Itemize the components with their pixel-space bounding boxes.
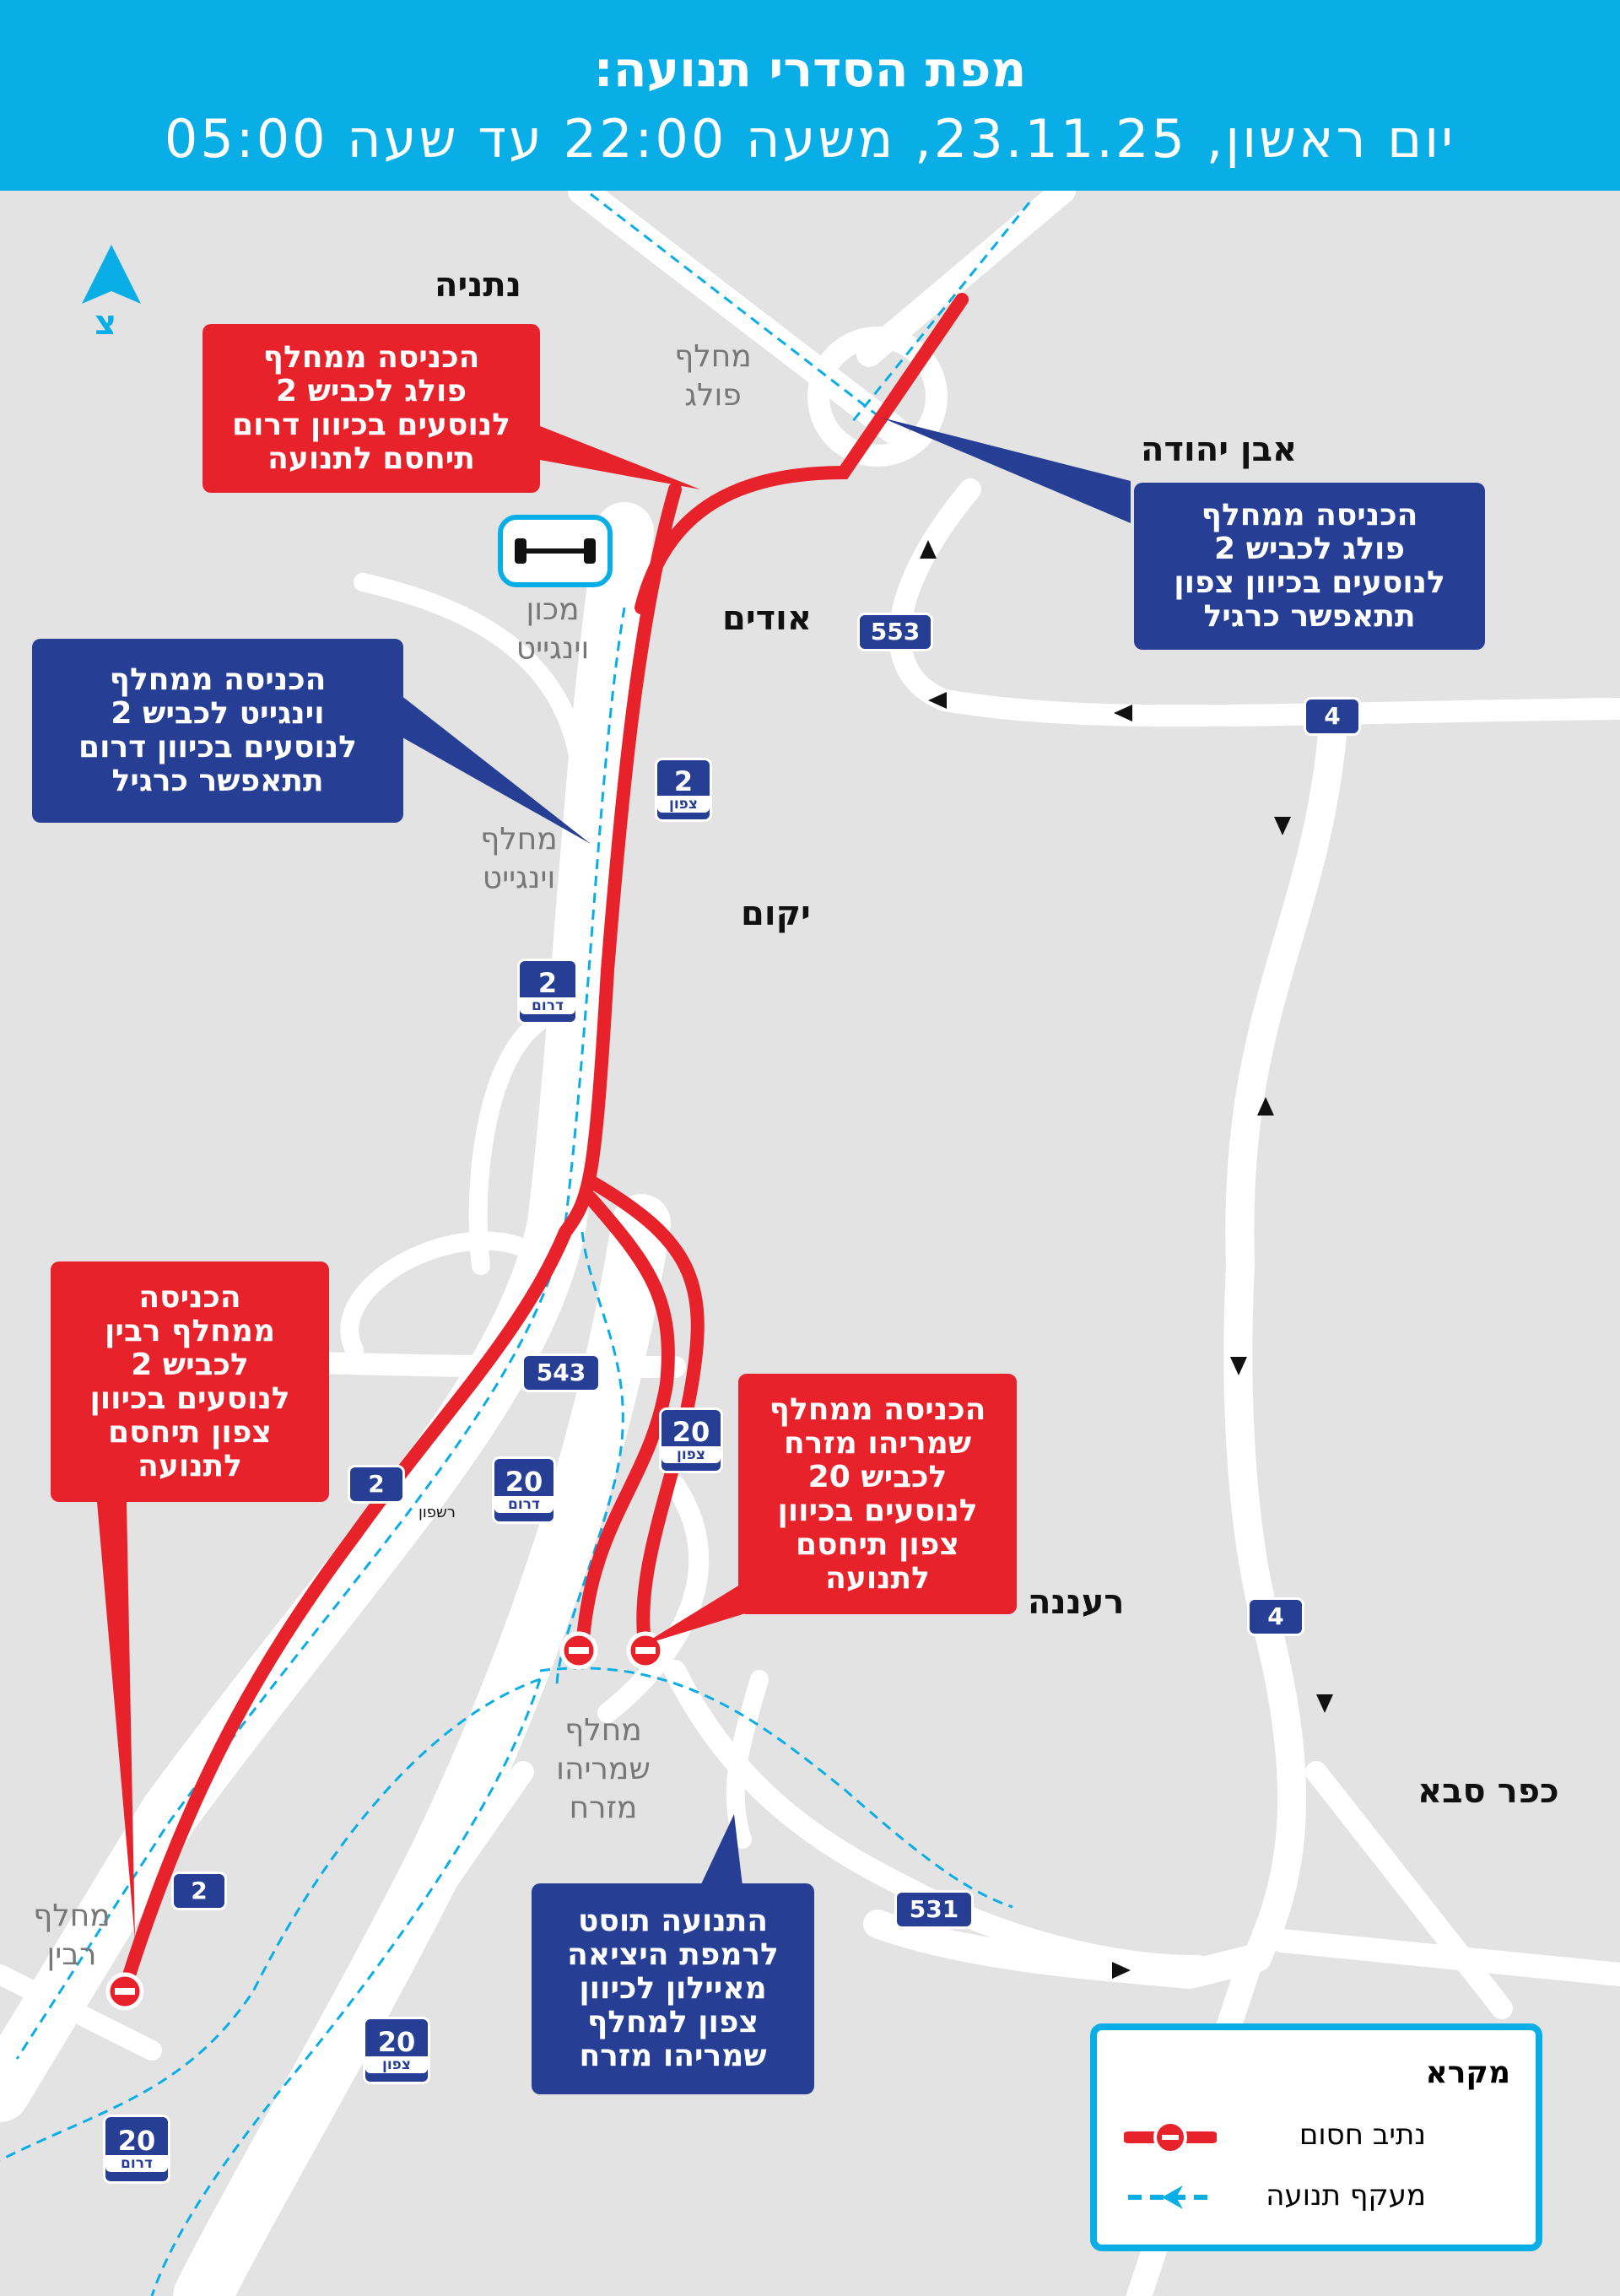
callout-pointers: [97, 418, 1131, 1941]
shield-4-south: 4: [1247, 1597, 1304, 1636]
interchange-wingate: מחלף וינגייט: [480, 822, 558, 895]
closed-route-shmaryahu-a: [575, 1191, 675, 1656]
legend-closed-lane-icon: [1124, 2120, 1217, 2154]
legend-detour-label: מעקף תנועה: [1266, 2179, 1426, 2212]
place-kfar-saba: כפר סבא: [1418, 1772, 1559, 1811]
road-shmaryahu-ramp: [597, 1475, 710, 1723]
legend: מקרא נתיב חסום מעקף תנועה: [1090, 2023, 1542, 2251]
shield-531: 531: [894, 1890, 974, 1929]
closed-markers: [105, 1631, 665, 2011]
place-netanya: נתניה: [435, 266, 521, 305]
place-even-yehuda: אבן יהודה: [1141, 430, 1298, 469]
header-banner: מפת הסדרי תנועה: יום ראשון, 23.11.25, מש…: [0, 0, 1620, 191]
road-netanya-diag: [568, 191, 909, 445]
direction-chevrons: [920, 540, 1333, 1979]
shield-2-mid: 2: [348, 1465, 405, 1504]
callout-poleg-south: הכניסה ממחלף פולג לכביש 2 לנוסעים בכיוון…: [202, 324, 540, 493]
closed-routes: [120, 293, 969, 1990]
shield-543: 543: [521, 1353, 601, 1392]
road-ks-diag: [1305, 1761, 1513, 2019]
closed-route-shmaryahu-b: [584, 1175, 705, 1656]
closed-route-hwy2: [120, 483, 682, 1990]
north-label: צ: [94, 304, 117, 343]
callout-rabin-north: הכניסה ממחלף רבין לכביש 2 לנוסעים בכיוון…: [51, 1261, 329, 1502]
road-poleg-loop: [807, 327, 948, 467]
page-title: מפת הסדרי תנועה:: [593, 41, 1027, 98]
place-odim: אודים: [722, 599, 812, 638]
road-rabin-west: [0, 1964, 162, 2061]
road-4-east: [863, 711, 1347, 1989]
road-westloop: [340, 1231, 549, 1359]
callout-detour: התנועה תוסט לרמפת היציאה מאיילון לכיוון …: [532, 1883, 814, 2094]
callout-shmaryahu-20: הכניסה ממחלף שמריהו מזרח לכביש 20 לנוסעי…: [738, 1374, 1017, 1614]
shield-2-low: 2: [171, 1872, 227, 1910]
road-20-lower: [175, 1761, 534, 2296]
legend-closed-lane-label: נתיב חסום: [1299, 2118, 1426, 2152]
road-543: [310, 1352, 686, 1378]
road-hwy2-corridor: [0, 502, 654, 2122]
legend-detour-icon: [1128, 2185, 1212, 2209]
shield-553: 553: [857, 613, 933, 651]
callout-wingate-south: הכניסה ממחלף וינגייט לכביש 2 לנוסעים בכי…: [32, 639, 403, 823]
interchange-shmaryahu-east: מחלף שמריהו מזרח: [556, 1713, 651, 1825]
interchange-poleg: מחלף פולג: [674, 339, 752, 413]
shield-4-north: 4: [1304, 697, 1361, 736]
north-arrow-icon: [82, 245, 141, 304]
place-yakum: יקום: [741, 894, 811, 933]
callout-poleg-north: הכניסה ממחלף פולג לכביש 2 לנוסעים בכיוון…: [1134, 483, 1485, 650]
legend-title: מקרא: [1425, 2056, 1510, 2090]
rishpon-label: רשפון: [418, 1504, 456, 1521]
page-subtitle: יום ראשון, 23.11.25, משעה 22:00 עד שעה 0…: [164, 108, 1456, 170]
road-top-ne: [856, 191, 1076, 367]
sports-facility-icon: [498, 515, 613, 587]
interchange-wingate-institute: מכון וינגייט: [516, 592, 590, 666]
interchange-rabin: מחלף רבין: [33, 1899, 111, 1972]
place-raanana: רעננה: [1028, 1583, 1125, 1622]
road-553: [888, 478, 1620, 727]
